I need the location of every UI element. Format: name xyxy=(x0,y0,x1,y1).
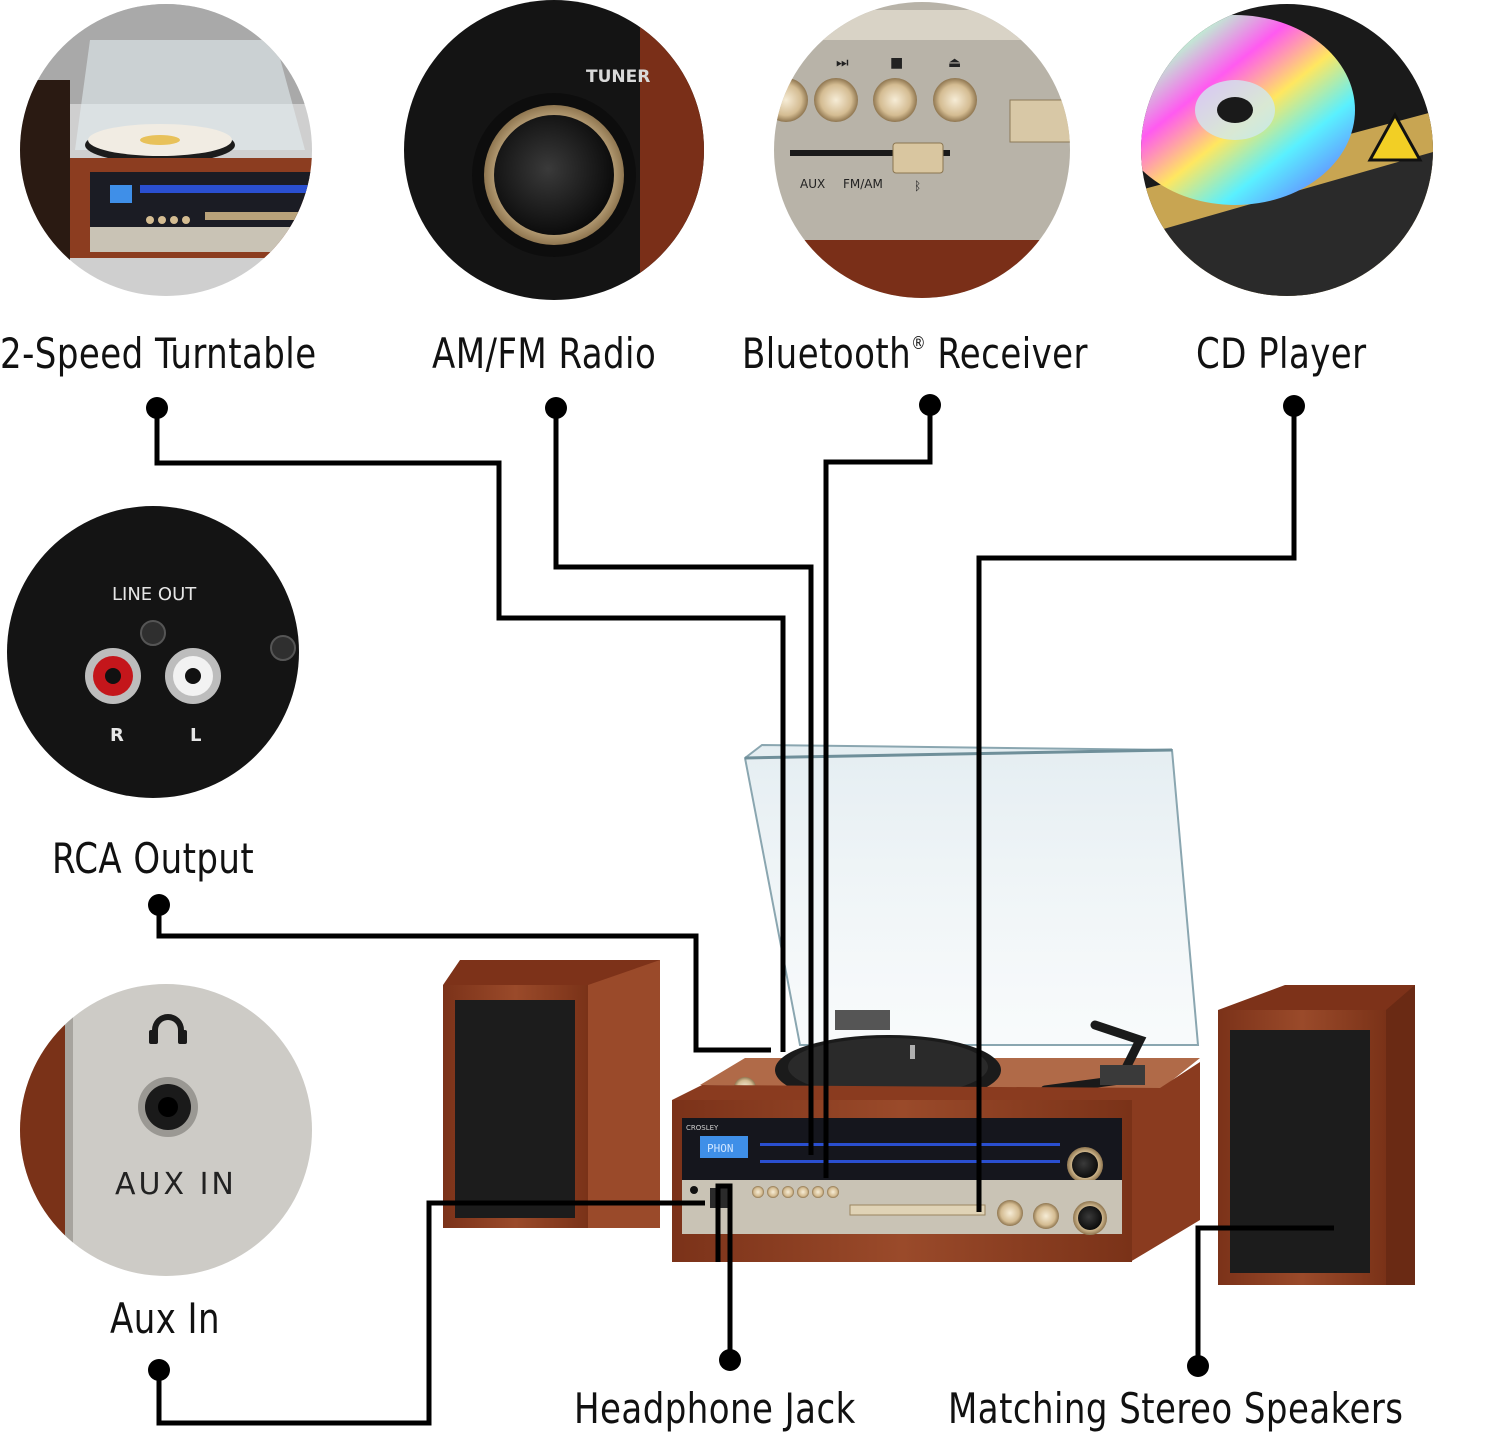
aux-text: AUX xyxy=(800,177,825,191)
dust-cover xyxy=(75,40,305,150)
leader-dots xyxy=(146,394,1305,1381)
turntable-label: 2-Speed Turntable xyxy=(0,329,317,378)
right-channel-text: R xyxy=(110,725,124,746)
speakers-leader xyxy=(1195,1225,1334,1366)
bluetooth-label-text: Bluetooth xyxy=(742,329,912,378)
next-track-icon: ⏭ xyxy=(836,55,849,71)
aux-in-label: Aux In xyxy=(110,1294,221,1343)
stop-button xyxy=(873,78,917,122)
cd-dot xyxy=(1283,395,1305,417)
speakers-dot xyxy=(1187,1355,1209,1377)
rca-output-inset: LINE OUT R L xyxy=(7,506,299,798)
bluetooth-dot xyxy=(919,394,941,416)
source-slider xyxy=(892,142,944,174)
cd-player-label: CD Player xyxy=(1196,329,1367,378)
tuner-inset: TUNER xyxy=(404,0,704,300)
rca-dot xyxy=(148,894,170,916)
stop-icon: ■ xyxy=(890,55,903,71)
brand-logo: CROSLEY xyxy=(686,1124,719,1132)
left-speaker xyxy=(443,960,660,1228)
headphone-leader xyxy=(715,1183,733,1360)
eject-icon: ⏏ xyxy=(948,55,961,71)
bluetooth-label: Bluetooth® Receiver xyxy=(742,333,1088,375)
headphone-dot xyxy=(719,1349,741,1371)
cd-player-inset xyxy=(1141,4,1433,296)
laser-warning-icon xyxy=(1367,111,1423,162)
bluetooth-panel-inset: ⏭ ■ ⏏ AUX FM/AM ᛒ xyxy=(774,2,1070,298)
lcd-display xyxy=(700,1136,748,1158)
right-speaker xyxy=(1218,985,1415,1285)
radio-dot xyxy=(545,397,567,419)
tuner-knob xyxy=(494,115,614,235)
leader-lines xyxy=(154,408,1334,1426)
aux-in-text: AUX IN xyxy=(115,1167,237,1202)
rca-output-label: RCA Output xyxy=(52,834,255,883)
line-out-text: LINE OUT xyxy=(112,584,197,605)
bluetooth-leader xyxy=(823,408,933,1178)
fm-am-text: FM/AM xyxy=(843,177,883,191)
receiver-label-text: Receiver xyxy=(937,329,1088,378)
turntable-dot xyxy=(146,397,168,419)
left-channel-text: L xyxy=(190,725,201,746)
cd-leader xyxy=(976,408,1297,1212)
turntable-inset xyxy=(20,4,312,296)
tuner-display-window xyxy=(682,1118,1122,1180)
radio-leader xyxy=(553,408,814,1155)
product-illustration: CROSLEY PHON xyxy=(443,743,1415,1285)
rca-leader xyxy=(156,905,771,1053)
speakers-label: Matching Stereo Speakers xyxy=(948,1384,1404,1433)
registered-mark: ® xyxy=(911,333,927,354)
eject-button xyxy=(933,78,977,122)
dust-cover xyxy=(743,743,1200,1046)
display-text: PHON xyxy=(707,1142,734,1155)
next-button xyxy=(814,78,858,122)
bluetooth-icon: ᛒ xyxy=(914,179,921,193)
tonearm xyxy=(1040,1020,1147,1095)
turntable-leader xyxy=(154,408,786,1052)
aux-leader xyxy=(156,1200,705,1426)
aux-dot xyxy=(148,1359,170,1381)
radio-label: AM/FM Radio xyxy=(432,329,657,378)
headphone-icon xyxy=(152,1014,184,1040)
tuner-text: TUNER xyxy=(586,67,650,87)
aux-in-inset: AUX IN xyxy=(20,984,312,1276)
headphone-jack-label: Headphone Jack xyxy=(574,1384,856,1433)
